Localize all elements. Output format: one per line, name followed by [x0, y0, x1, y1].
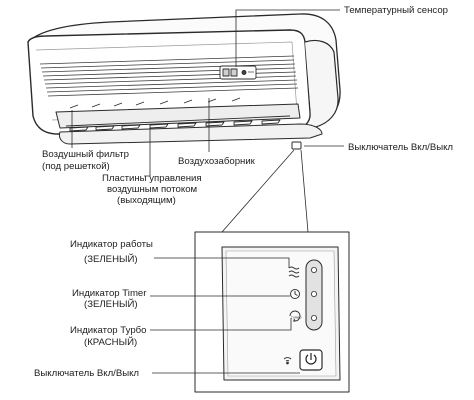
turbo-led	[310, 314, 317, 321]
label-turbo-line2: (КРАСНЫЙ)	[84, 336, 137, 348]
label-turbo-line1: Индикатор Турбо	[70, 325, 146, 336]
label-air-intake: Воздухозаборник	[178, 156, 256, 167]
leader-turbo	[150, 318, 292, 331]
label-power-switch-panel: Выключатель Вкл/Выкл	[34, 368, 139, 379]
callout-line-left	[221, 149, 295, 233]
svg-text:TURBO: TURBO	[291, 316, 302, 320]
air-outlet	[55, 103, 301, 129]
leader-operation	[154, 257, 290, 268]
label-louvers-line2: воздушным потоком	[107, 184, 197, 195]
timer-led	[310, 290, 317, 297]
leader-temp-sensor	[235, 9, 340, 67]
leader-lines	[71, 9, 344, 233]
label-timer-line2: (ЗЕЛЕНЫЙ)	[84, 298, 138, 310]
outlet-louvers	[65, 97, 291, 127]
turbo-icon: TURBO	[289, 310, 302, 322]
panel-leader-lines	[150, 257, 300, 374]
unit-power-switch	[291, 141, 302, 150]
label-air-filter-line2: (под решеткой)	[42, 161, 110, 172]
remote-signal-icon	[283, 357, 292, 365]
operation-led	[310, 266, 317, 273]
labels: Температурный сенсор Воздушный фильтр (п…	[34, 5, 453, 379]
callout-line-right	[300, 149, 309, 233]
control-panel-zoom: TURBO	[194, 231, 350, 393]
label-air-filter-line1: Воздушный фильтр	[42, 149, 129, 160]
display-window	[219, 65, 257, 80]
waves-icon	[288, 266, 300, 278]
leader-louvers	[144, 128, 151, 177]
label-louvers-line3: (выходящим)	[117, 195, 176, 206]
louver-blades	[69, 119, 281, 132]
clock-icon	[290, 289, 300, 299]
label-operation-line1: Индикатор работы	[70, 239, 153, 250]
unit-bottom-edge	[59, 123, 323, 145]
label-louvers-line1: Пластины управления	[102, 173, 202, 184]
label-timer-line1: Индикатор Timer	[72, 288, 147, 299]
indoor-unit	[27, 13, 341, 150]
label-temp-sensor: Температурный сенсор	[344, 5, 448, 16]
label-power-switch-unit: Выключатель Вкл/Выкл	[348, 142, 453, 153]
label-operation-line2: (ЗЕЛЕНЫЙ)	[84, 253, 138, 265]
unit-end-cap	[304, 39, 339, 129]
power-icon	[305, 353, 317, 365]
